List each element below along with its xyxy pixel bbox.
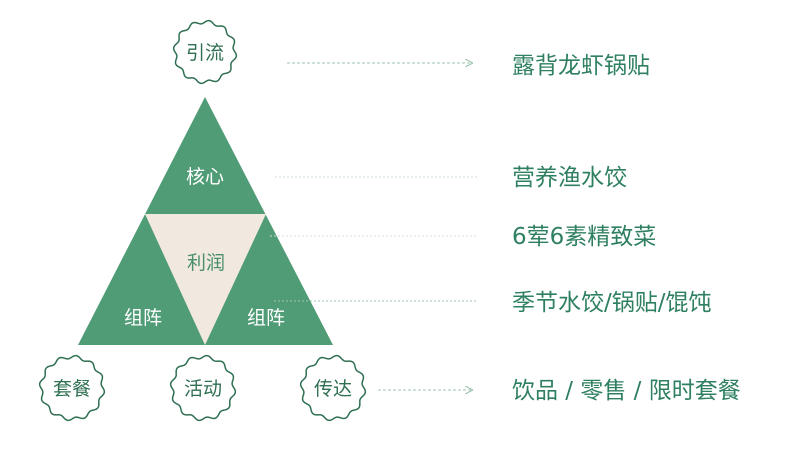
badge-outline — [172, 19, 238, 85]
pyramid-left-label: 组阵 — [124, 307, 162, 329]
badge-bottom-mid-label: 活动 — [184, 378, 222, 400]
item-nutrition-dumpling: 营养渔水饺 — [512, 165, 627, 191]
badge-outline — [38, 354, 106, 422]
badge-circle-bottom-right: 传达 — [299, 354, 367, 422]
pyramid-center-label: 利润 — [187, 252, 225, 274]
badge-bottom-left-label: 套餐 — [53, 378, 91, 400]
badge-bottom-right-label: 传达 — [314, 378, 352, 400]
pyramid-center-inverted-triangle — [145, 214, 266, 345]
item-seasonal-dumplings: 季节水饺/锅贴/馄饨 — [512, 290, 712, 316]
badge-outline — [299, 354, 367, 422]
pyramid-right-label: 组阵 — [247, 307, 285, 329]
item-lobster-potsticker: 露背龙虾锅贴 — [512, 53, 650, 79]
badge-top-label: 引流 — [186, 42, 224, 64]
badge-outline — [169, 354, 237, 422]
badge-circle-top: 引流 — [172, 19, 238, 85]
pyramid-top-label: 核心 — [186, 166, 224, 188]
item-six-dishes: 6荤6素精致菜 — [512, 224, 657, 250]
badge-circle-bottom-left: 套餐 — [38, 354, 106, 422]
badge-circle-bottom-mid: 活动 — [169, 354, 237, 422]
item-drinks-retail: 饮品 / 零售 / 限时套餐 — [512, 378, 741, 404]
